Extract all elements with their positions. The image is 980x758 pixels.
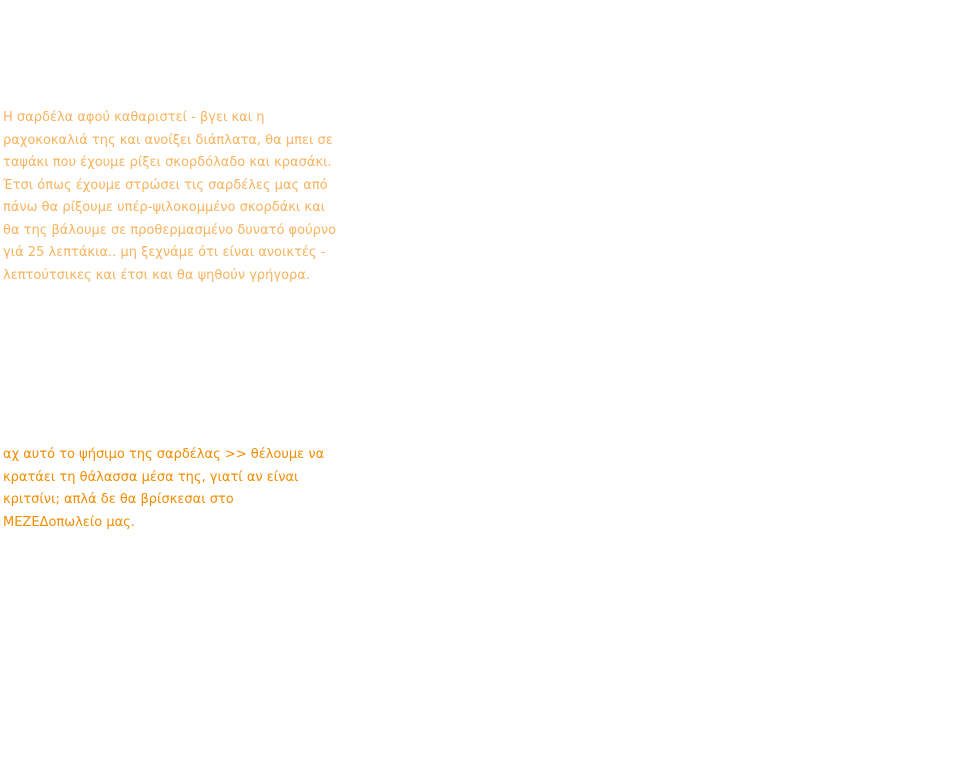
recipe-line: Η σαρδέλα αφού καθαριστεί - βγει και η: [3, 110, 265, 125]
recipe-line: θα της βάλουμε σε προθερμασμένο δυνατό φ…: [3, 222, 337, 238]
closing-line: ΜΕΖΕΔοπωλείο μας.: [3, 514, 135, 530]
closing-line: κρατάει τη θάλασσα μέσα της, γιατί αν εί…: [3, 469, 299, 485]
closing-line: κριτσίνι; απλά δε θα βρίσκεσαι στο: [3, 492, 234, 507]
recipe-line: ραχοκοκαλιά της και ανοίξει διάπλατα, θα…: [3, 132, 333, 148]
recipe-paragraph: Η σαρδέλα αφού καθαριστεί - βγει και η ρ…: [3, 107, 336, 287]
recipe-line: Έτσι όπως έχουμε στρώσει τις σαρδέλες μα…: [3, 177, 328, 193]
recipe-line: πάνω θα ρίξουμε υπέρ-ψιλοκομμένο σκορδάκ…: [3, 200, 326, 215]
closing-paragraph: αχ αυτό το ψήσιμο της σαρδέλας >> θέλουμ…: [3, 444, 324, 534]
recipe-line: γιά 25 λεπτάκια.. μη ξεχνάμε ότι είναι α…: [3, 245, 326, 260]
recipe-line: ταψάκι που έχουμε ρίξει σκορδόλαδο και κ…: [3, 155, 332, 170]
closing-line: αχ αυτό το ψήσιμο της σαρδέλας >> θέλουμ…: [3, 447, 325, 462]
recipe-line: λεπτούτσικες και έτσι και θα ψηθούν γρήγ…: [3, 267, 310, 283]
